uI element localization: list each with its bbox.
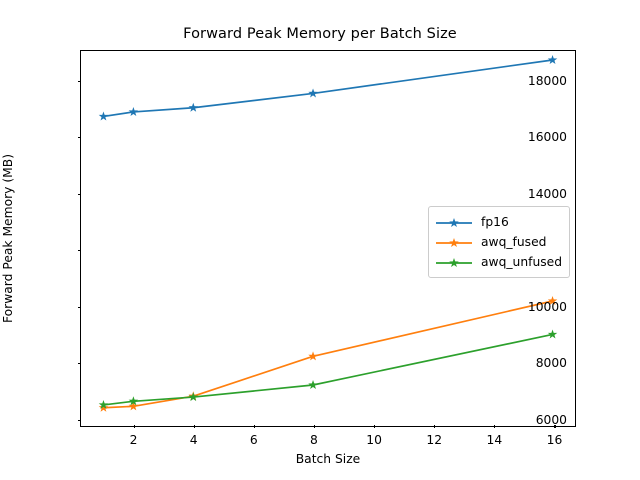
x-tick-label: 2: [129, 433, 138, 447]
legend-swatch-icon: [435, 235, 473, 249]
y-tick-label: 10000: [527, 299, 567, 314]
x-tick-label: 10: [366, 433, 382, 447]
series-line: [102, 300, 554, 409]
x-axis-label: Batch Size: [295, 452, 361, 466]
series-marker: [547, 329, 558, 339]
series-marker: [547, 55, 558, 65]
y-tick-label: 6000: [535, 412, 567, 427]
x-tick-label: 8: [310, 433, 318, 447]
y-tick-mark: [77, 80, 81, 82]
series-marker: [128, 106, 139, 116]
x-tick-mark: [494, 424, 496, 428]
y-tick-label: 18000: [527, 73, 567, 88]
legend-label: awq_unfused: [481, 255, 563, 269]
x-tick-label: 6: [249, 433, 258, 447]
series-marker: [128, 396, 139, 406]
series-marker: [98, 402, 109, 412]
legend-item-awq_fused[interactable]: awq_fused: [435, 232, 562, 252]
legend-label: awq_fused: [481, 235, 547, 249]
x-tick-mark: [554, 424, 556, 428]
series-line: [102, 333, 554, 406]
series-marker: [188, 392, 199, 402]
chart-legend: fp16 awq_fused awq_unfused: [428, 206, 571, 278]
series-awq_fused: [98, 296, 558, 412]
series-canvas: [98, 55, 558, 412]
y-tick-label: 14000: [527, 186, 567, 201]
x-tick-label: 4: [189, 433, 198, 447]
legend-item-awq_unfused[interactable]: awq_unfused: [435, 252, 562, 272]
series-marker: [98, 399, 109, 409]
y-tick-mark: [77, 250, 81, 252]
y-tick-mark: [77, 363, 81, 365]
x-tick-mark: [253, 424, 255, 428]
legend-label: fp16: [481, 215, 509, 229]
series-marker: [308, 88, 318, 98]
series-fp16: [98, 55, 558, 121]
series-marker: [308, 380, 318, 390]
x-tick-label: 14: [486, 433, 503, 447]
legend-swatch-icon: [435, 215, 473, 229]
x-tick-label: 12: [426, 433, 443, 447]
series-marker: [128, 401, 139, 411]
legend-swatch-icon: [435, 255, 473, 269]
chart-title: Forward Peak Memory per Batch Size: [183, 26, 457, 42]
series-marker: [98, 111, 109, 121]
x-tick-mark: [193, 424, 195, 428]
x-tick-mark: [313, 424, 316, 428]
y-tick-mark: [77, 137, 81, 139]
series-line: [102, 59, 554, 118]
y-tick-mark: [77, 419, 81, 421]
y-tick-mark: [77, 306, 81, 308]
x-tick-label: 16: [546, 433, 563, 447]
y-axis-label: Forward Peak Memory (MB): [1, 153, 15, 324]
x-tick-mark: [133, 424, 135, 428]
series-awq_unfused: [98, 329, 558, 409]
x-tick-mark: [434, 424, 436, 428]
y-tick-mark: [77, 193, 81, 195]
y-tick-label: 16000: [527, 130, 567, 145]
legend-item-fp16[interactable]: fp16: [435, 212, 562, 232]
series-marker: [547, 296, 558, 306]
series-marker: [188, 102, 199, 112]
y-tick-label: 8000: [535, 356, 567, 371]
x-tick-mark: [374, 424, 376, 428]
series-marker: [308, 351, 318, 361]
